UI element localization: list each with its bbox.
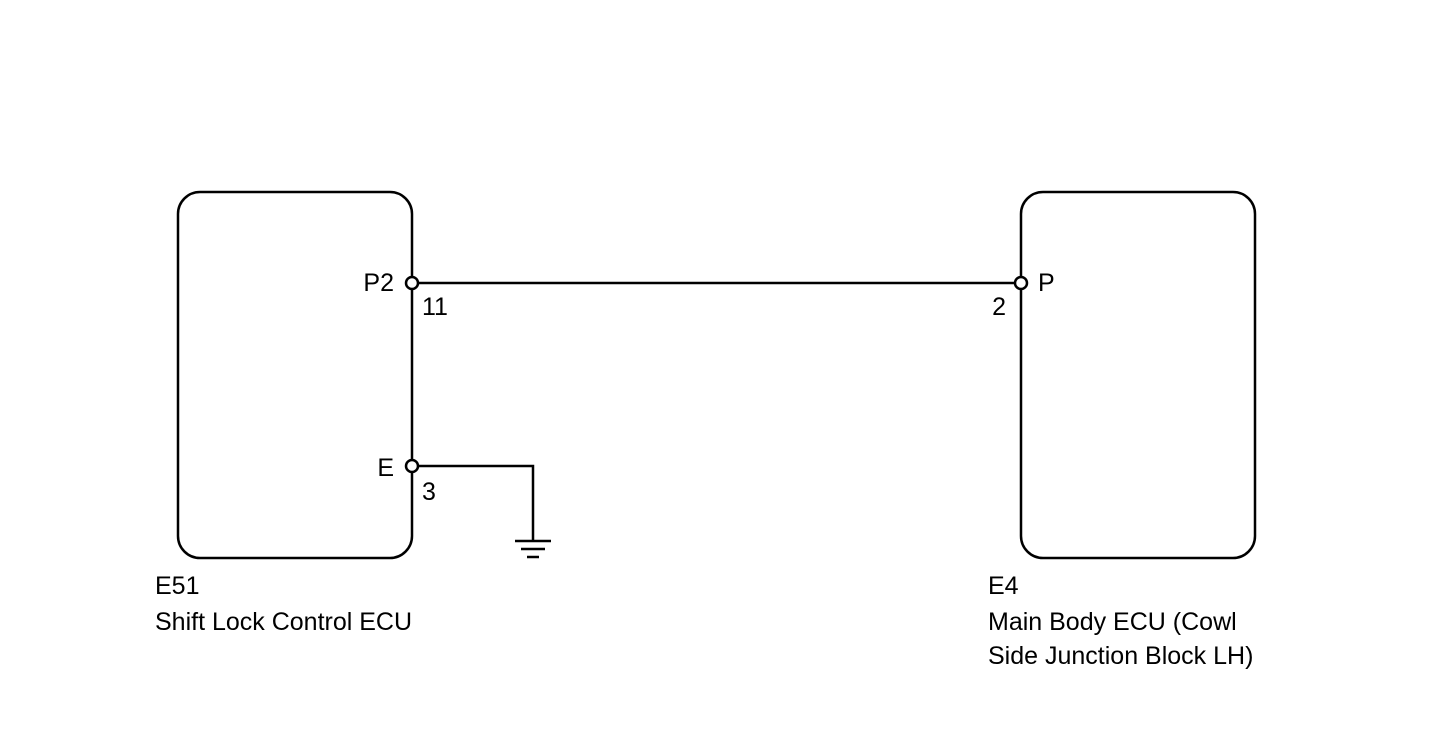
terminal-p-label: P (1038, 269, 1055, 297)
right-component-code: E4 (988, 572, 1019, 600)
ground-symbol-icon (515, 539, 551, 559)
terminal-p-pin-number: 2 (992, 293, 1006, 321)
terminal-p-circle-icon (1013, 275, 1029, 291)
terminal-p2-pin-number: 11 (422, 293, 448, 321)
main-body-ecu-box (1019, 190, 1257, 560)
right-component-name-line1: Main Body ECU (Cowl (988, 608, 1237, 636)
ground-wire (412, 464, 535, 541)
terminal-p2-circle-icon (404, 275, 420, 291)
terminal-e-circle-icon (404, 458, 420, 474)
terminal-e-label: E (377, 454, 394, 482)
right-component-name-line2: Side Junction Block LH) (988, 642, 1253, 670)
terminal-p2-label: P2 (363, 269, 394, 297)
terminal-e-pin-number: 3 (422, 478, 436, 506)
left-component-code: E51 (155, 572, 199, 600)
left-component-name: Shift Lock Control ECU (155, 608, 412, 636)
shift-lock-ecu-box (176, 190, 414, 560)
